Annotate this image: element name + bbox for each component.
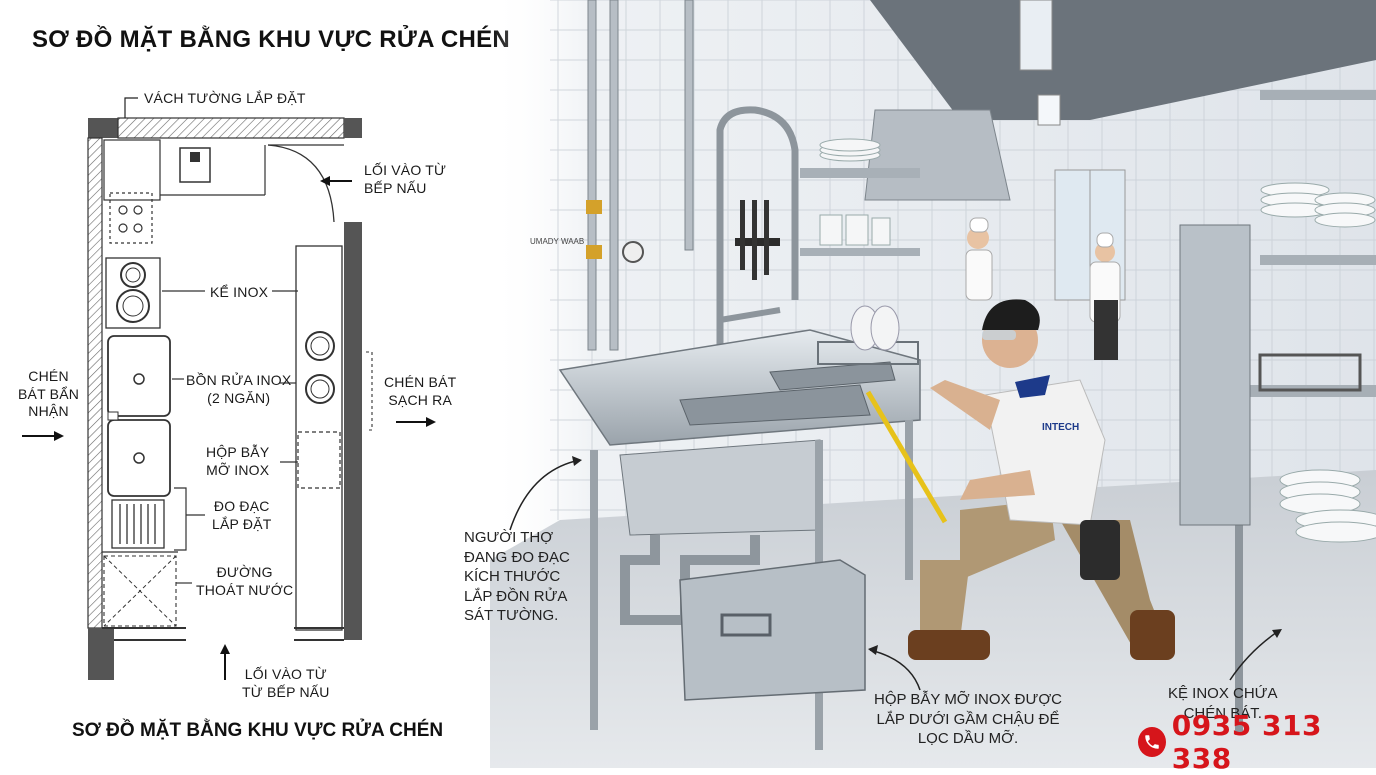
wall-bottom-left — [88, 628, 114, 680]
plan-caption: SƠ ĐỒ MẶT BẰNG KHU VỰC RỬA CHÉN — [72, 720, 444, 741]
phone-number: 0935 313 338 — [1171, 709, 1322, 775]
valve-1 — [586, 200, 602, 214]
ceiling-light-1 — [1019, 0, 1053, 71]
grease-trap-box — [679, 559, 866, 701]
shirt-logo: INTECH — [1042, 422, 1079, 433]
wall-corner-right — [344, 118, 362, 138]
tool-pouch — [1080, 520, 1120, 580]
arrow-clean-out — [396, 417, 436, 427]
pressure-gauge — [622, 241, 644, 263]
drain-pipe — [620, 535, 760, 625]
stove-symbol — [109, 192, 153, 244]
sink-basin — [679, 384, 871, 426]
arrow-entry-bottom — [220, 644, 230, 680]
faucet — [716, 106, 799, 350]
label-shelf: KỂ INOX — [210, 284, 269, 300]
phone-icon — [1138, 727, 1166, 757]
drainboard — [111, 499, 165, 549]
door-swing — [267, 144, 335, 223]
callout-worker: NGƯỜI THỢ ĐANG ĐO ĐẠC KÍCH THƯỚC LẮP ĐỒN… — [464, 529, 570, 624]
drain-area — [103, 555, 177, 627]
wall-hatched-top — [117, 117, 345, 139]
chef-2 — [1089, 232, 1121, 360]
arrow-entry-top — [320, 176, 352, 186]
wall-corner-left — [88, 118, 118, 138]
sink-basin-2 — [107, 419, 171, 497]
kitchen-illustration: INTECH UMADY WAAB — [490, 0, 1376, 768]
ceiling-light-2 — [1037, 94, 1061, 126]
pipe-3 — [684, 0, 694, 251]
worker-figure — [865, 299, 1175, 660]
arrow-dirty-in — [22, 431, 64, 441]
label-sink: BỒN RỬA INOX(2 NGĂN) — [186, 372, 292, 406]
callout-shelf: KỆ INOX CHỨA CHÉN BÁT. — [1168, 685, 1278, 722]
sink-leg-1 — [590, 450, 598, 730]
shelf-symbol — [105, 257, 161, 329]
pipe-label: UMADY WAAB — [530, 237, 584, 246]
faucet-symbol — [179, 147, 211, 183]
sink-basin-1 — [107, 335, 171, 417]
cutlery-rack — [1258, 353, 1362, 392]
tape-measure — [865, 390, 948, 524]
contact-phone[interactable]: 0935 313 338 — [1138, 709, 1376, 775]
pipe-2 — [609, 0, 619, 351]
wall-left — [87, 137, 103, 629]
floor-plan-drawing — [22, 97, 436, 680]
wall-right — [344, 222, 362, 640]
clean-counter — [295, 245, 343, 631]
pipe-1 — [587, 0, 597, 351]
plan-title: SƠ ĐỒ MẶT BẰNG KHU VỰC RỬA CHÉN — [32, 26, 511, 53]
valve-2 — [586, 245, 602, 259]
sink-body — [619, 439, 821, 536]
callout-grease-trap: HỘP BẪY MỠ INOX ĐƯỢC LẮP DƯỚI GẦM CHẬU Đ… — [874, 691, 1063, 747]
chef-1 — [965, 217, 993, 301]
grease-trap-symbol — [297, 431, 341, 489]
label-wall: VÁCH TƯỜNG LẮP ĐẶT — [144, 90, 306, 106]
worker-boot-back — [1130, 610, 1175, 660]
dishwasher — [1179, 224, 1251, 526]
worker-boot-front — [908, 630, 990, 660]
